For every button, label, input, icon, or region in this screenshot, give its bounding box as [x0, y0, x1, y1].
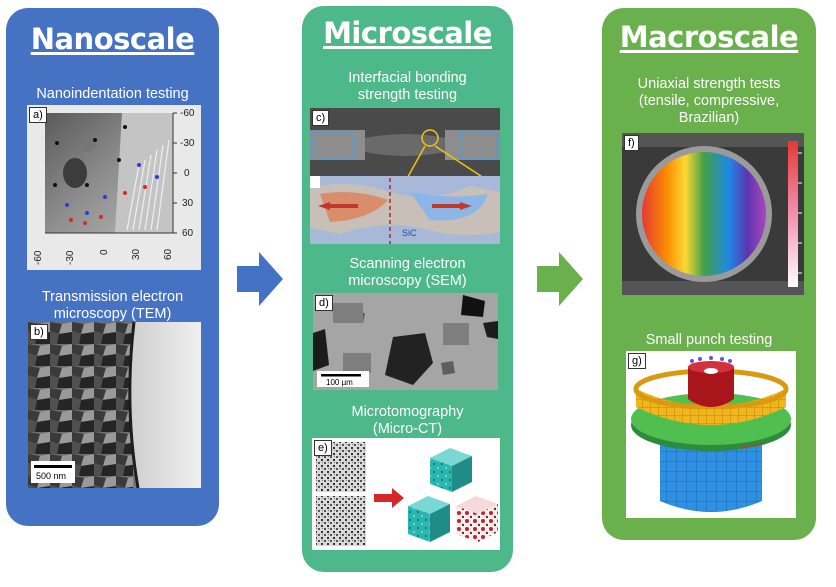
nanoindentation-caption: Nanoindentation testing	[36, 86, 189, 102]
label-g: g)	[628, 353, 646, 369]
sem-scale-bar: 100 µm	[326, 378, 353, 387]
microct-image: e)	[312, 438, 500, 550]
bottom-tick-label: 30	[131, 248, 142, 260]
teal-cube-top	[430, 448, 472, 492]
sem-micrograph: 100 µm	[313, 293, 498, 390]
microscale-panel: Microscale Interfacial bonding strength …	[302, 6, 513, 572]
uniaxial-caption: Uniaxial strength tests (tensile, compre…	[602, 76, 816, 127]
tem-micrograph: 500 nm	[28, 322, 201, 488]
uniaxial-caption-line1: Uniaxial strength tests	[637, 76, 781, 92]
tem-scale-bar: 500 nm	[36, 471, 66, 481]
tem-caption-line1: Transmission electron	[41, 289, 184, 305]
bonding-caption-line2: strength testing	[357, 87, 458, 103]
nanoscale-heading: Nanoscale	[30, 22, 195, 56]
sem-image: d) 100 µm	[313, 293, 498, 390]
teal-cube-bottom	[408, 496, 450, 542]
tem-image: b) 500 nm	[28, 322, 201, 488]
sem-caption-line2: microscopy (SEM)	[348, 273, 467, 289]
bonding-caption: Interfacial bonding strength testing	[302, 70, 513, 104]
label-a: a)	[29, 107, 47, 123]
brazilian-test-image: f)	[622, 133, 804, 295]
label-e: e)	[314, 440, 332, 456]
bonding-image: c) SiC	[310, 108, 500, 244]
bottom-tick-label: 60	[163, 248, 174, 260]
bottom-tick-label: -30	[65, 250, 76, 265]
label-c: c)	[312, 110, 330, 126]
microct-caption-line1: Microtomography	[351, 404, 464, 420]
bonding-specimen: SiC	[310, 108, 500, 244]
punch-caption: Small punch testing	[645, 332, 773, 348]
small-punch-image: g)	[626, 351, 796, 518]
arrow-right-icon	[537, 252, 583, 306]
brazilian-disc-strain-map	[622, 133, 804, 295]
bottom-tick-label: 0	[99, 249, 110, 255]
sem-caption-line1: Scanning electron	[349, 256, 466, 272]
sic-inset-label: SiC	[402, 228, 417, 238]
label-f: f)	[624, 135, 639, 151]
nanoindentation-image: a)	[27, 105, 201, 270]
bonding-caption-line1: Interfacial bonding	[348, 70, 467, 86]
uniaxial-caption-line2: (tensile, compressive,	[638, 93, 780, 109]
right-tick-label: 60	[182, 228, 194, 239]
nanoindentation-map: -60 -30 0 30 60 -60 -30 0 30 60	[33, 108, 195, 265]
tem-caption: Transmission electron microscopy (TEM)	[6, 289, 219, 323]
macroscale-heading: Macroscale	[619, 20, 799, 54]
red-cube	[456, 496, 498, 542]
right-tick-label: -60	[180, 108, 195, 119]
label-b: b)	[30, 324, 48, 340]
nanoscale-panel: Nanoscale Nanoindentation testing a)	[6, 8, 219, 526]
macroscale-panel: Macroscale Uniaxial strength tests (tens…	[602, 8, 816, 540]
microct-caption: Microtomography (Micro-CT)	[302, 404, 513, 438]
sem-caption: Scanning electron microscopy (SEM)	[302, 256, 513, 290]
microscale-heading: Microscale	[323, 16, 492, 50]
microct-reconstruction	[316, 442, 498, 546]
bottom-tick-label: -60	[33, 250, 44, 265]
right-tick-label: 30	[182, 198, 194, 209]
small-punch-fe-model	[631, 356, 791, 512]
label-d: d)	[315, 295, 333, 311]
right-tick-label: 0	[184, 168, 190, 179]
uniaxial-caption-line3: Brazilian)	[678, 110, 740, 126]
tem-caption-line2: microscopy (TEM)	[53, 306, 172, 322]
right-tick-label: -30	[180, 138, 195, 149]
microct-caption-line2: (Micro-CT)	[372, 421, 443, 437]
arrow-right-icon	[237, 252, 283, 306]
